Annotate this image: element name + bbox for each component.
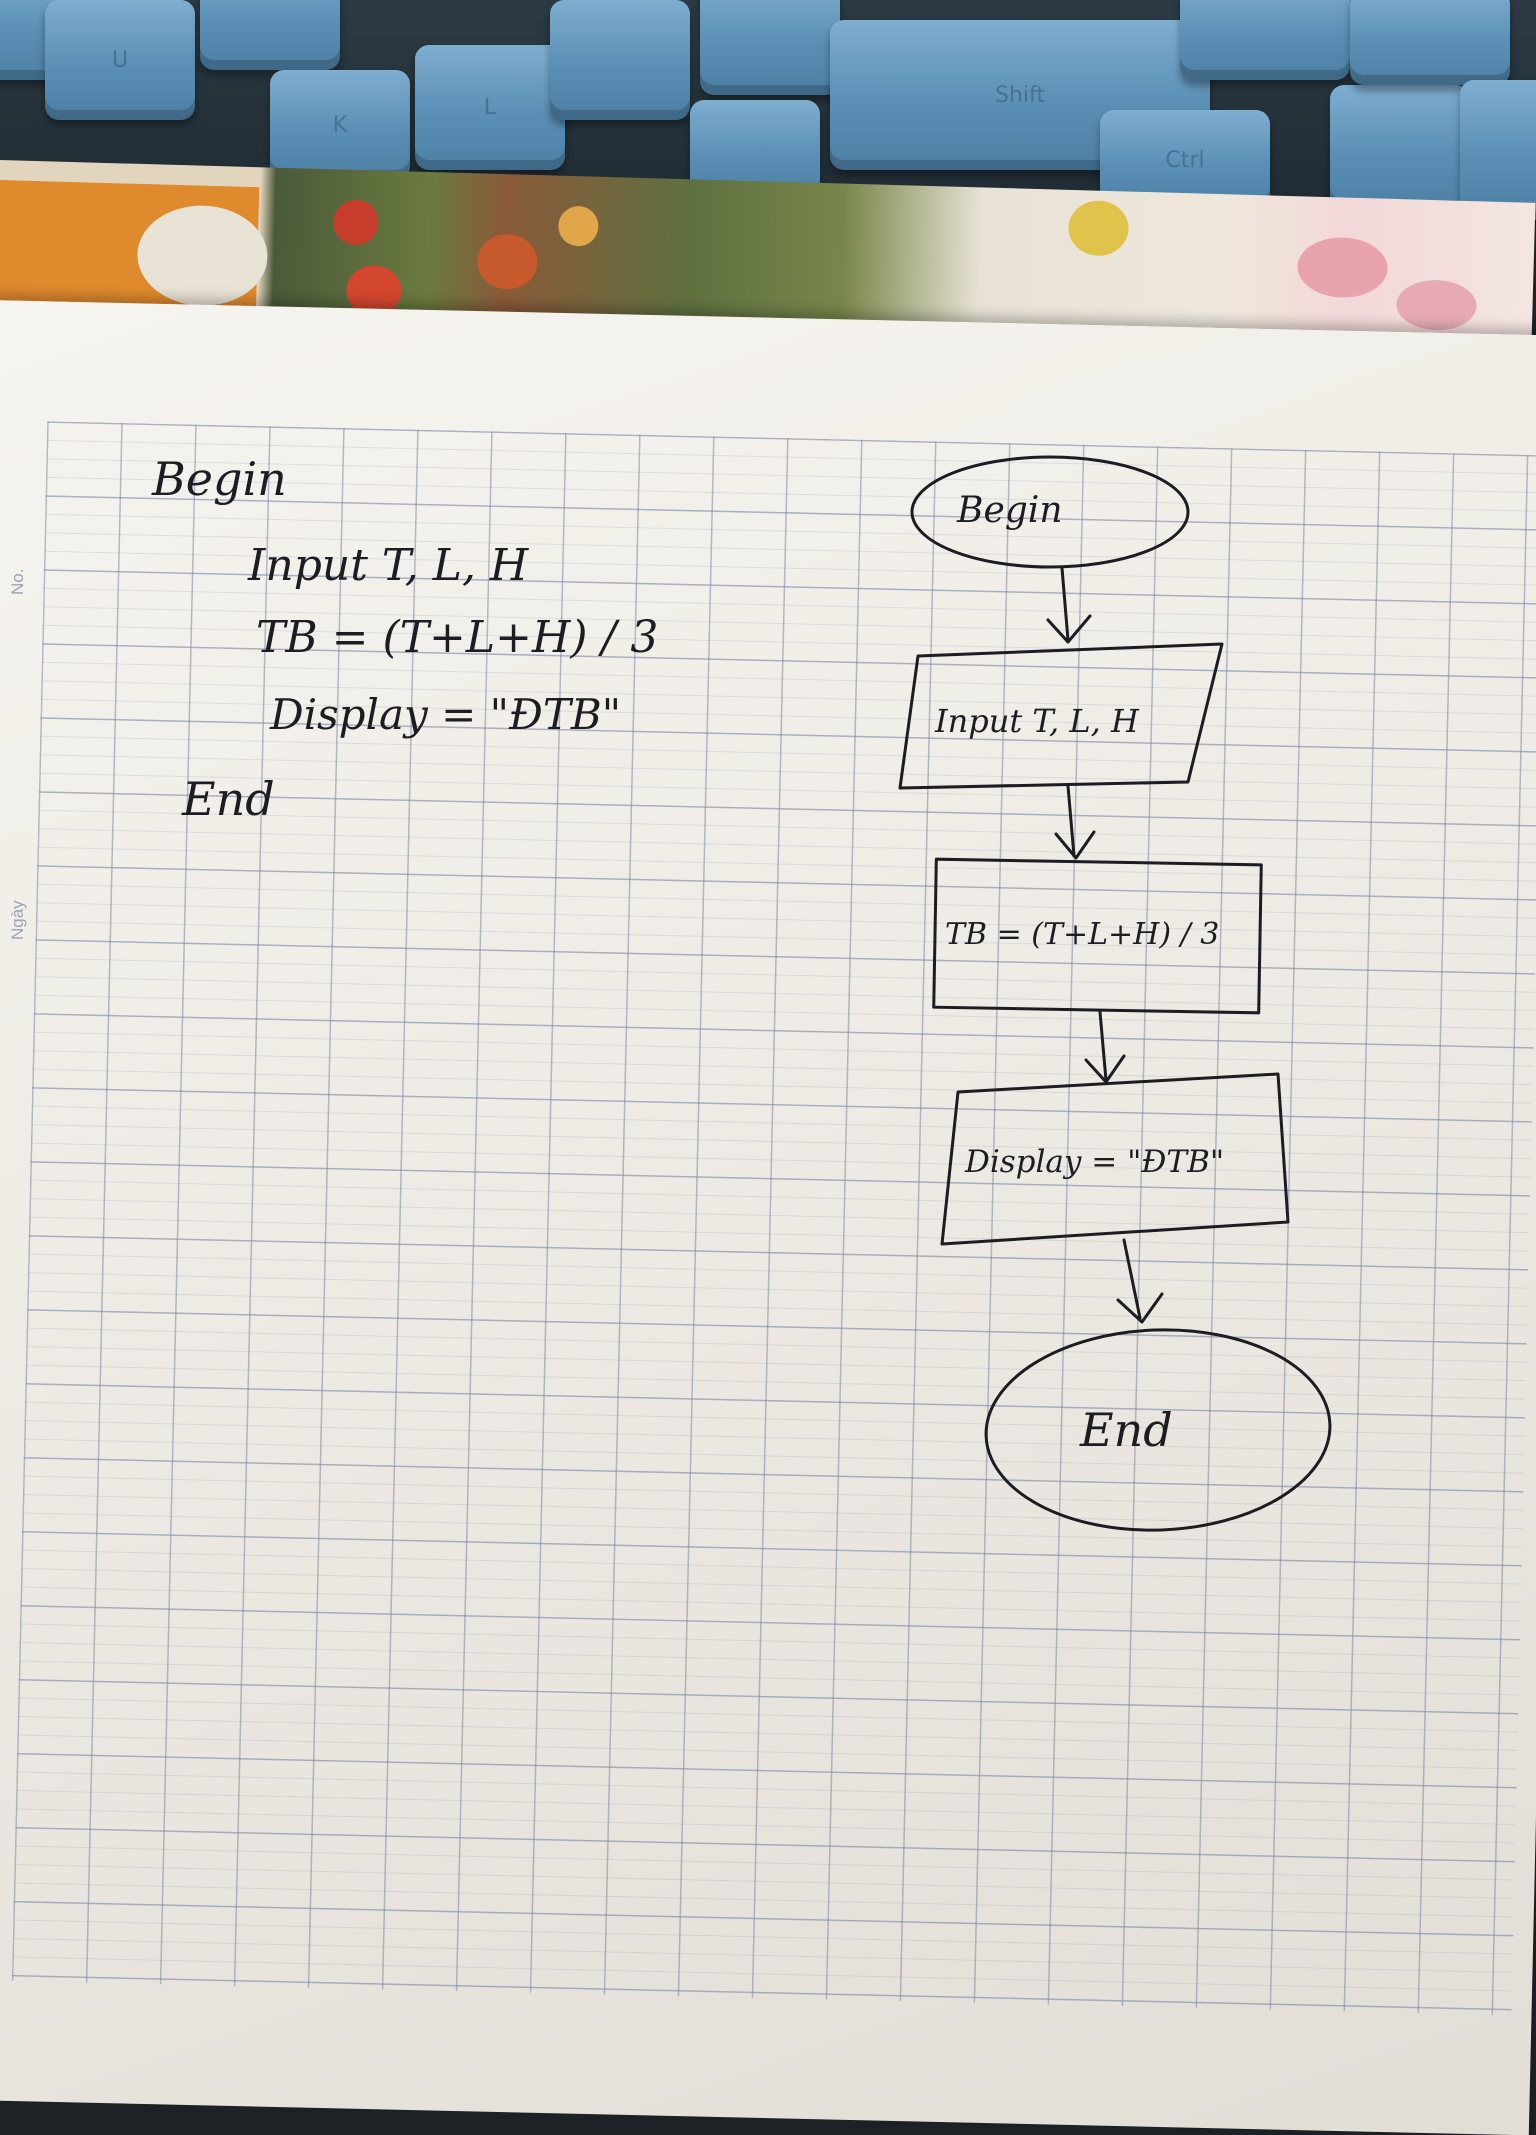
key-k: K (270, 70, 410, 180)
key-k-label: K (332, 112, 348, 138)
keycap (1460, 80, 1536, 220)
key-l: L (415, 45, 565, 170)
flow-input-text: Input T, L, H (934, 702, 1140, 740)
key-l-label: L (483, 95, 497, 120)
pseudo-begin: Begin (152, 452, 287, 506)
flow-output-text: Display = "ĐTB" (964, 1144, 1224, 1180)
key-u-label: U (111, 47, 129, 73)
keycap (1350, 0, 1510, 85)
pseudo-input: Input T, L, H (248, 540, 529, 591)
keycap (700, 0, 840, 95)
input-parallelogram (898, 642, 1224, 790)
process-box (932, 857, 1263, 1015)
key-ctrl-label: Ctrl (1165, 147, 1205, 173)
arrow-2 (1054, 784, 1096, 860)
pseudo-end: End (182, 772, 275, 826)
keycap (200, 0, 340, 70)
flowchart: Begin Input T, L, H TB = (T+L+H) / 3 Dis… (0, 0, 1536, 2048)
flow-end-text: End (1079, 1403, 1173, 1457)
flow-start-text: Begin (956, 490, 1063, 531)
arrow-4 (1116, 1238, 1164, 1324)
pseudo-display: Display = "ĐTB" (270, 690, 622, 739)
arrow-1 (1046, 566, 1092, 644)
pseudo-compute: TB = (T+L+H) / 3 (256, 612, 659, 663)
key-shift-label: Shift (994, 82, 1045, 108)
start-oval (910, 455, 1190, 569)
keycap (1330, 85, 1470, 210)
output-parallelogram (940, 1072, 1290, 1246)
arrow-3 (1084, 1010, 1126, 1084)
keycap (550, 0, 690, 120)
flow-process-text: TB = (T+L+H) / 3 (945, 917, 1219, 952)
end-oval (984, 1328, 1332, 1532)
key-u: U (45, 0, 195, 120)
keycap (1180, 0, 1350, 80)
